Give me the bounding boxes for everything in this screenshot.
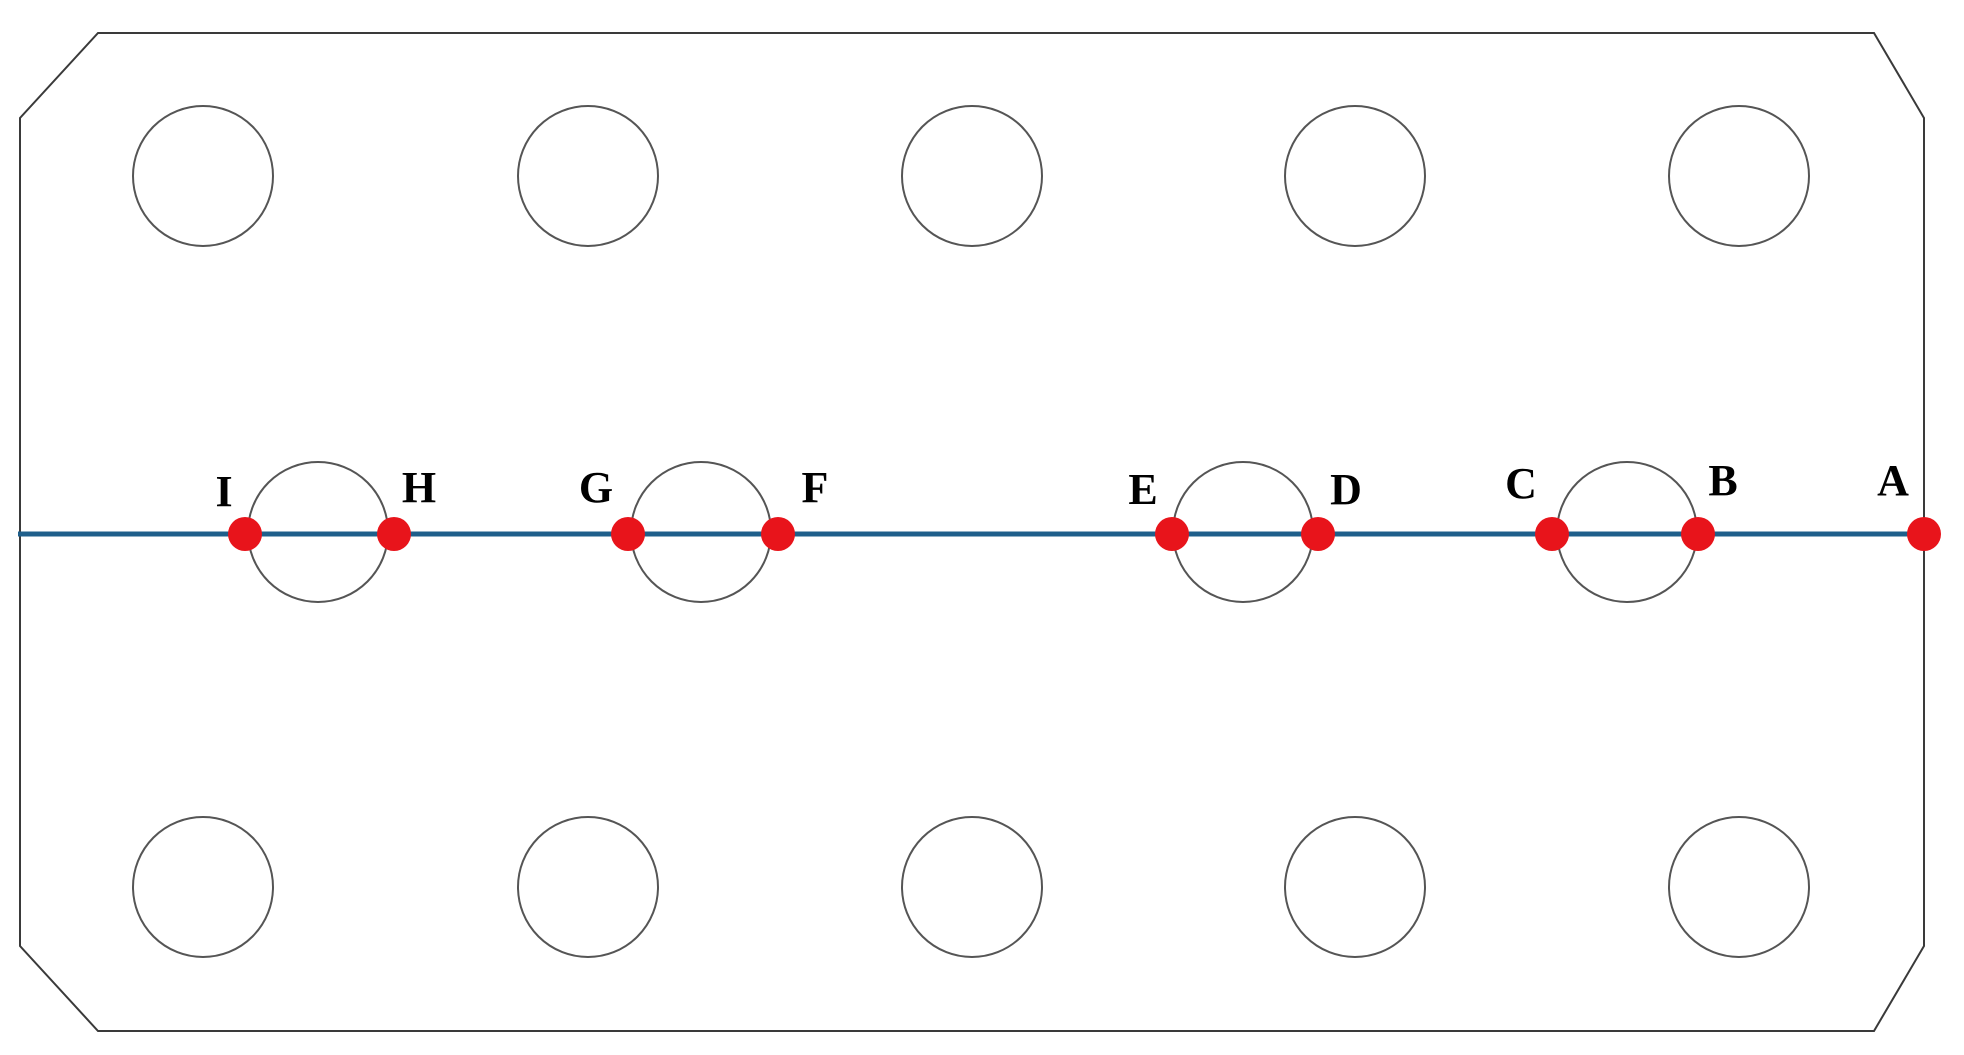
point-marker-h <box>377 517 411 551</box>
point-label-f: F <box>802 463 829 512</box>
hole <box>901 816 1043 958</box>
point-marker-e <box>1155 517 1189 551</box>
hole <box>132 105 274 247</box>
hole <box>517 816 659 958</box>
point-labels: A B C D E F G H I <box>215 456 1909 516</box>
point-marker-c <box>1535 517 1569 551</box>
point-markers <box>228 517 1941 551</box>
point-label-g: G <box>579 463 613 512</box>
point-marker-f <box>761 517 795 551</box>
point-label-a: A <box>1877 456 1909 505</box>
point-marker-b <box>1681 517 1715 551</box>
point-label-c: C <box>1505 459 1537 508</box>
hole <box>901 105 1043 247</box>
point-label-b: B <box>1708 456 1737 505</box>
top-hole-row <box>132 105 1810 247</box>
hole <box>1668 816 1810 958</box>
hole <box>132 816 274 958</box>
point-label-e: E <box>1128 465 1157 514</box>
point-marker-d <box>1301 517 1335 551</box>
point-marker-i <box>228 517 262 551</box>
bottom-hole-row <box>132 816 1810 958</box>
point-marker-g <box>611 517 645 551</box>
hole <box>1284 105 1426 247</box>
point-marker-a <box>1907 517 1941 551</box>
hole <box>517 105 659 247</box>
hole <box>1668 105 1810 247</box>
hole <box>1284 816 1426 958</box>
point-label-i: I <box>215 467 232 516</box>
point-label-d: D <box>1330 465 1362 514</box>
point-label-h: H <box>402 463 436 512</box>
